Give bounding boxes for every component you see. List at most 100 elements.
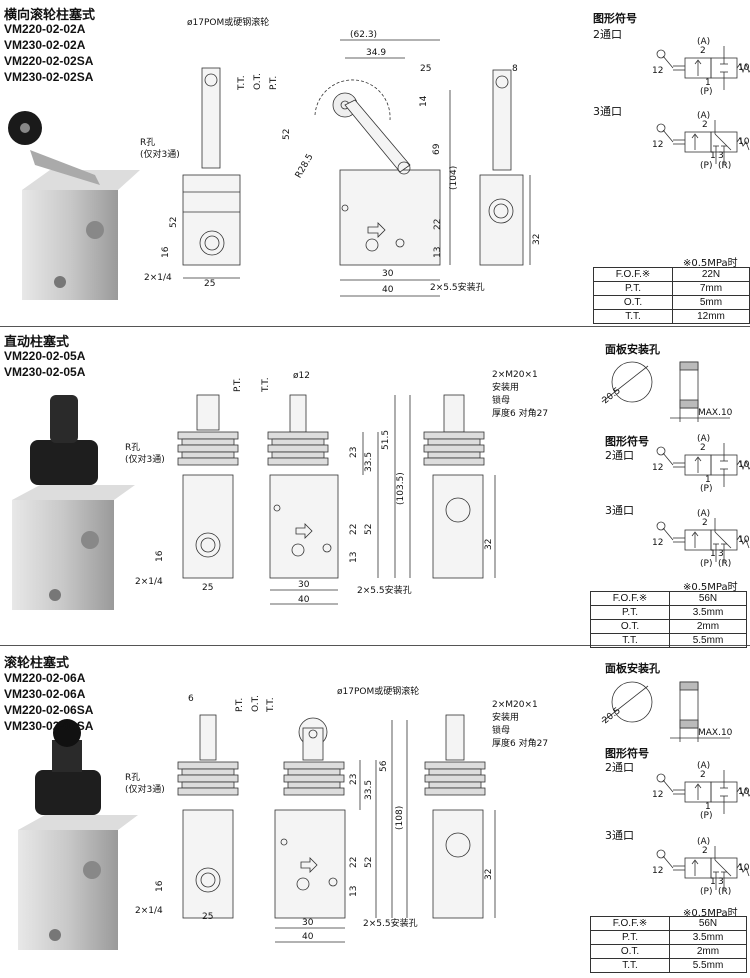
symbol-port-label: 1 (705, 475, 711, 485)
table-row: O.T.2mm (590, 619, 747, 634)
dim-label: P.T. (235, 697, 245, 712)
front-view-1 (182, 67, 241, 279)
dim-label: P.T. (233, 377, 243, 392)
spec-key: P.T. (590, 605, 670, 620)
symbol-port-label: 2 (702, 846, 708, 856)
dim-label: (仅对3通) (125, 785, 165, 795)
dim-label: 40 (302, 932, 314, 942)
symbol-port-label: 1 (705, 78, 711, 88)
dim-label: R孔 (140, 138, 156, 148)
section-title: 滚轮柱塞式 (4, 656, 70, 671)
dim-label: 22 (349, 856, 359, 868)
symbol-port-label: (A) (697, 37, 711, 47)
model-number: VM220-02-06A (4, 671, 86, 685)
symbol-port-label: 10 (738, 63, 750, 73)
dim-label: R孔 (125, 443, 141, 453)
dim-label: ø17POM或硬钢滚轮 (337, 687, 420, 697)
dim-label: 厚度6 对角27 (492, 409, 549, 419)
dim-label: 33.5 (364, 451, 374, 472)
spec-key: O.T. (590, 619, 670, 634)
spec-key: F.O.F.※ (590, 916, 670, 931)
panel-max-thickness: MAX.10 (698, 728, 733, 738)
symbol-port-label: 12 (652, 140, 664, 150)
symbol-title: 图形符号 (605, 435, 649, 448)
symbol-port-label: (R) (718, 161, 732, 171)
model-number: VM230-02-02A (4, 38, 86, 52)
spec-key: P.T. (590, 930, 670, 945)
side-view-2 (267, 394, 411, 605)
spec-value: 56N (669, 591, 747, 606)
dim-label: 2×M20×1 (492, 370, 538, 380)
front-view-2 (177, 394, 239, 579)
symbol-port-label: 3 (718, 549, 724, 559)
spec-key: F.O.F.※ (593, 267, 673, 282)
pressure-note: ※0.5MPa时 (683, 582, 738, 593)
dim-label: 2×1/4 (135, 577, 163, 587)
dim-label: O.T. (251, 695, 261, 712)
table-row: O.T.2mm (590, 944, 747, 959)
port-label: 2通口 (605, 449, 634, 462)
spec-key: F.O.F.※ (590, 591, 670, 606)
dim-label: T.T. (237, 75, 247, 90)
pressure-note: ※0.5MPa时 (683, 908, 738, 919)
spec-value: 2mm (669, 619, 747, 634)
symbol-port-label: 10 (738, 137, 750, 147)
dim-label: 52 (282, 128, 292, 140)
model-number: VM220-02-02SA (4, 54, 94, 68)
table-row: F.O.F.※56N (590, 591, 747, 606)
dim-label: 52 (364, 856, 374, 868)
dim-label: P.T. (269, 75, 279, 90)
model-number: VM220-02-02A (4, 22, 86, 36)
model-number: VM220-02-06SA (4, 703, 94, 717)
end-view-1 (479, 69, 531, 266)
dim-label: 22 (349, 523, 359, 535)
section-divider (0, 645, 750, 646)
dim-label: 厚度6 对角27 (492, 739, 549, 749)
table-row: F.O.F.※22N (593, 267, 750, 282)
port-label: 2通口 (593, 28, 622, 41)
panel-max-thickness: MAX.10 (698, 408, 733, 418)
symbol-port-label: 1 (705, 802, 711, 812)
dim-label: 安装用 (492, 383, 520, 393)
section-divider (0, 326, 750, 327)
table-row: T.T.5.5mm (590, 633, 747, 648)
symbol-port-label: 2 (702, 120, 708, 130)
dim-label: (62.3) (350, 30, 378, 40)
dim-label: 40 (382, 285, 394, 295)
symbol-port-label: 10 (738, 535, 750, 545)
spec-key: T.T. (593, 309, 673, 324)
table-row: T.T.12mm (593, 309, 750, 324)
dim-label: 30 (302, 918, 314, 928)
symbol-port-label: (P) (700, 559, 713, 569)
port-label: 3通口 (605, 504, 634, 517)
dim-label: 69 (432, 143, 442, 155)
panel-hole-title: 面板安装孔 (605, 343, 660, 356)
dim-label: 25 (420, 64, 432, 74)
end-view-2 (423, 394, 496, 579)
port-label: 3通口 (593, 105, 622, 118)
model-number: VM230-02-02SA (4, 70, 94, 84)
model-number: VM220-02-05A (4, 349, 86, 363)
dim-label: 25 (202, 583, 214, 593)
table-row: T.T.5.5mm (590, 958, 747, 973)
spec-value: 5mm (672, 295, 750, 310)
symbol-port-label: 10 (738, 863, 750, 873)
symbol-port-label: (R) (718, 887, 732, 897)
spec-value: 5.5mm (669, 633, 747, 648)
dim-label: 34.9 (366, 48, 387, 58)
symbol-port-label: 1 (710, 549, 716, 559)
dim-label: 32 (484, 538, 494, 550)
spec-key: T.T. (590, 633, 670, 648)
panel-hole-title: 面板安装孔 (605, 662, 660, 675)
symbol-port-label: (A) (697, 434, 711, 444)
symbol-port-label: 2 (702, 518, 708, 528)
dim-label: 52 (169, 216, 179, 228)
dim-label: (104) (449, 165, 459, 190)
symbol-title: 图形符号 (593, 12, 637, 25)
table-row: P.T.3.5mm (590, 930, 747, 945)
section-title: 横向滚轮柱塞式 (4, 8, 96, 23)
end-view-3 (424, 714, 496, 919)
dim-label: R孔 (125, 773, 141, 783)
dim-label: 13 (349, 551, 359, 563)
